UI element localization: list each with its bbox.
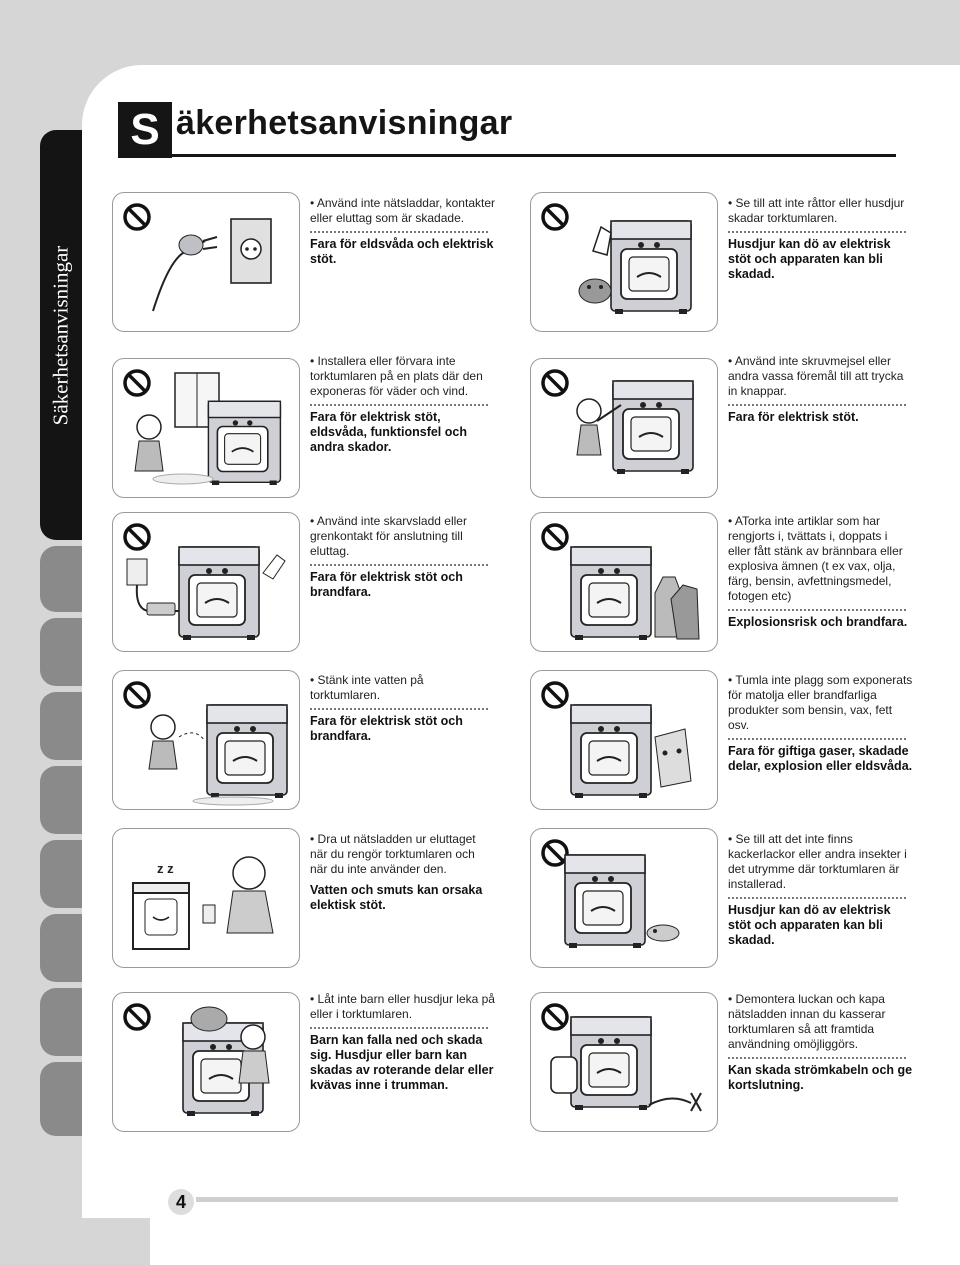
item-7-instruction: • Stänk inte vatten på torktumlaren. bbox=[310, 673, 424, 702]
illustration-screwdriver bbox=[530, 358, 718, 498]
illustration-weather-exposure bbox=[112, 358, 300, 498]
prohibition-icon bbox=[541, 369, 569, 397]
side-tab-active bbox=[40, 130, 82, 540]
item-text-7: • Stänk inte vatten på torktumlaren. Far… bbox=[310, 673, 495, 744]
side-tab bbox=[40, 618, 82, 686]
side-tab bbox=[40, 692, 82, 760]
item-5-instruction: • Använd inte skarvsladd eller grenkonta… bbox=[310, 514, 467, 558]
item-11-warning: Barn kan falla ned och skada sig. Husdju… bbox=[310, 1033, 494, 1092]
item-1-warning: Fara för eldsvåda och elektrisk stöt. bbox=[310, 237, 494, 266]
prohibition-icon bbox=[123, 203, 151, 231]
item-6-instruction: • ATorka inte artiklar som har rengjorts… bbox=[728, 514, 903, 603]
item-4-instruction: • Använd inte skruvmejsel eller andra va… bbox=[728, 354, 904, 398]
side-label-text: Säkerhetsanvisningar bbox=[48, 245, 73, 425]
dotted-separator bbox=[728, 1057, 906, 1059]
item-text-8: • Tumla inte plagg som exponerats för ma… bbox=[728, 673, 913, 774]
item-8-instruction: • Tumla inte plagg som exponerats för ma… bbox=[728, 673, 913, 732]
prohibition-icon bbox=[123, 681, 151, 709]
illustration-oil-exposed-clothes bbox=[530, 670, 718, 810]
side-label: Säkerhetsanvisningar bbox=[40, 130, 82, 540]
item-text-4: • Använd inte skruvmejsel eller andra va… bbox=[728, 354, 913, 425]
illustration-rodent-pets bbox=[530, 192, 718, 332]
dotted-separator bbox=[310, 564, 488, 566]
item-text-5: • Använd inte skarvsladd eller grenkonta… bbox=[310, 514, 495, 600]
illustration-flammable-substances bbox=[530, 512, 718, 652]
item-11-instruction: • Låt inte barn eller husdjur leka på el… bbox=[310, 992, 495, 1021]
title-underline bbox=[118, 154, 896, 157]
dotted-separator bbox=[728, 897, 906, 899]
illustration-unplug-when-cleaning: z z bbox=[112, 828, 300, 968]
title-initial: S bbox=[118, 102, 172, 158]
item-8-warning: Fara för giftiga gaser, skadade delar, e… bbox=[728, 744, 913, 773]
prohibition-icon bbox=[541, 839, 569, 867]
prohibition-icon bbox=[541, 523, 569, 551]
dotted-separator bbox=[728, 609, 906, 611]
item-10-instruction: • Se till att det inte finns kackerlacko… bbox=[728, 832, 907, 891]
dotted-separator bbox=[310, 404, 488, 406]
dotted-separator bbox=[728, 231, 906, 233]
illustration-insects bbox=[530, 828, 718, 968]
item-text-2: • Se till att inte råttor eller husdjur … bbox=[728, 196, 913, 282]
item-12-instruction: • Demontera luckan och kapa nätsladden i… bbox=[728, 992, 886, 1051]
side-tab bbox=[40, 988, 82, 1056]
dotted-separator bbox=[310, 231, 488, 233]
side-tab bbox=[40, 840, 82, 908]
prohibition-icon bbox=[123, 369, 151, 397]
item-3-warning: Fara för elektrisk stöt, eldsvåda, funkt… bbox=[310, 410, 467, 454]
dotted-separator bbox=[728, 738, 906, 740]
dotted-separator bbox=[728, 404, 906, 406]
item-text-9: • Dra ut nätsladden ur eluttaget när du … bbox=[310, 832, 495, 913]
item-text-3: • Installera eller förvara inte torktuml… bbox=[310, 354, 495, 455]
illustration-extension-cord bbox=[112, 512, 300, 652]
illustration-water-splash bbox=[112, 670, 300, 810]
page-number: 4 bbox=[168, 1189, 194, 1215]
bottom-margin-strip bbox=[0, 1218, 150, 1265]
svg-text:z z: z z bbox=[157, 861, 174, 876]
item-9-warning: Vatten och smuts kan orsaka elektisk stö… bbox=[310, 883, 483, 912]
item-text-6: • ATorka inte artiklar som har rengjorts… bbox=[728, 514, 913, 630]
prohibition-icon bbox=[541, 681, 569, 709]
item-text-11: • Låt inte barn eller husdjur leka på el… bbox=[310, 992, 495, 1093]
prohibition-icon bbox=[541, 1003, 569, 1031]
item-4-warning: Fara för elektrisk stöt. bbox=[728, 410, 859, 424]
illustration-disposal bbox=[530, 992, 718, 1132]
item-text-12: • Demontera luckan och kapa nätsladden i… bbox=[728, 992, 913, 1093]
dotted-separator bbox=[310, 1027, 488, 1029]
item-9-instruction: • Dra ut nätsladden ur eluttaget när du … bbox=[310, 832, 476, 876]
item-12-warning: Kan skada strömkabeln och ge kortslutnin… bbox=[728, 1063, 913, 1092]
page-title: äkerhetsanvisningar bbox=[176, 104, 513, 142]
item-10-warning: Husdjur kan dö av elektrisk stöt och app… bbox=[728, 903, 891, 947]
item-text-1: • Använd inte nätsladdar, kontakter elle… bbox=[310, 196, 495, 267]
illustration-children-pets bbox=[112, 992, 300, 1132]
item-6-warning: Explosionsrisk och brandfara. bbox=[728, 615, 908, 629]
side-tab bbox=[40, 766, 82, 834]
prohibition-icon bbox=[541, 203, 569, 231]
prohibition-icon bbox=[123, 1003, 151, 1031]
prohibition-icon bbox=[123, 523, 151, 551]
footer-rule bbox=[196, 1197, 898, 1202]
item-text-10: • Se till att det inte finns kackerlacko… bbox=[728, 832, 913, 948]
dotted-separator bbox=[310, 708, 488, 710]
item-2-warning: Husdjur kan dö av elektrisk stöt och app… bbox=[728, 237, 891, 281]
side-tab bbox=[40, 1062, 82, 1136]
item-3-instruction: • Installera eller förvara inte torktuml… bbox=[310, 354, 483, 398]
item-2-instruction: • Se till att inte råttor eller husdjur … bbox=[728, 196, 905, 225]
side-tab bbox=[40, 914, 82, 982]
side-tab bbox=[40, 546, 82, 612]
item-1-instruction: • Använd inte nätsladdar, kontakter elle… bbox=[310, 196, 495, 225]
illustration-damaged-plug bbox=[112, 192, 300, 332]
item-7-warning: Fara för elektrisk stöt och brandfara. bbox=[310, 714, 463, 743]
item-5-warning: Fara för elektrisk stöt och brandfara. bbox=[310, 570, 463, 599]
